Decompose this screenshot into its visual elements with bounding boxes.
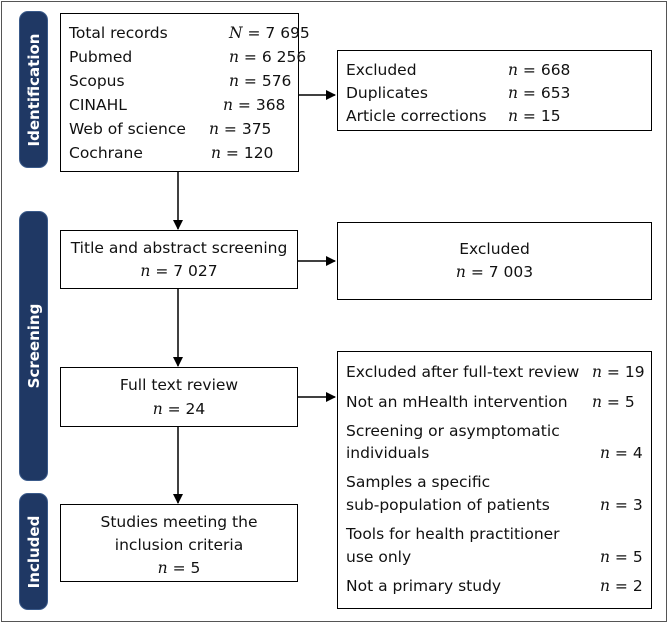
source-row: Web of science n = 375 <box>69 120 272 138</box>
included-value: n = 5 <box>157 559 201 577</box>
exclusion-reason: Not an mHealth intervention n = 5 <box>346 393 635 411</box>
exclusion-reason: Screening or asymptomatic <box>346 422 560 440</box>
excluded-2-value: n = 7 003 <box>455 263 534 281</box>
exclusion-reason: Samples a specific <box>346 473 491 491</box>
exclusion-reason-cont: sub-population of patients n = 3 <box>346 496 643 514</box>
total-records-label: Total records <box>69 24 168 42</box>
excluded-fulltext-header: Excluded after full-text review n = 19 <box>346 363 645 381</box>
excluded-fulltext-box: Excluded after full-text review n = 19 N… <box>337 351 652 609</box>
total-records-value: N = 7 695 <box>229 24 310 42</box>
source-row: CINAHL n = 368 <box>69 96 286 114</box>
stage-screening: Screening <box>19 211 48 481</box>
identification-box: Total records N = 7 695 Pubmed n = 6 256… <box>60 13 310 172</box>
excluded-2-title: Excluded <box>459 240 530 258</box>
excluded-row: Duplicates n = 653 <box>346 84 571 102</box>
source-row: Scopus n = 576 <box>69 72 292 90</box>
screening-title: Title and abstract screening <box>70 239 288 257</box>
excluded-screening-box: Excluded n = 7 003 <box>337 222 652 300</box>
excluded-row: Article corrections n = 15 <box>346 107 561 125</box>
exclusion-reason-cont: use only n = 5 <box>346 548 643 566</box>
stage-identification: Identification <box>19 11 48 168</box>
excluded-row: Excluded n = 668 <box>346 61 571 79</box>
fulltext-title: Full text review <box>119 376 239 394</box>
screening-value: n = 7 027 <box>140 262 218 280</box>
exclusion-reason: Tools for health practitioner <box>346 525 560 543</box>
studies-included-box: Studies meeting the inclusion criteria n… <box>60 504 298 582</box>
included-line2: inclusion criteria <box>114 536 244 554</box>
full-text-review-box: Full text review n = 24 <box>60 367 298 427</box>
source-row: Pubmed n = 6 256 <box>69 48 307 66</box>
excluded-duplicates-box: Excluded n = 668 Duplicates n = 653 Arti… <box>337 50 652 131</box>
source-row: Cochrane n = 120 <box>69 144 274 162</box>
stage-included: Included <box>19 493 48 610</box>
exclusion-reason: Not a primary study n = 2 <box>346 577 643 595</box>
included-line1: Studies meeting the <box>100 513 258 531</box>
fulltext-value: n = 24 <box>152 400 206 418</box>
total-records-row: Total records N = 7 695 <box>61 22 310 44</box>
title-abstract-screening-box: Title and abstract screening n = 7 027 <box>60 230 298 289</box>
exclusion-reason-cont: individuals n = 4 <box>346 444 643 462</box>
